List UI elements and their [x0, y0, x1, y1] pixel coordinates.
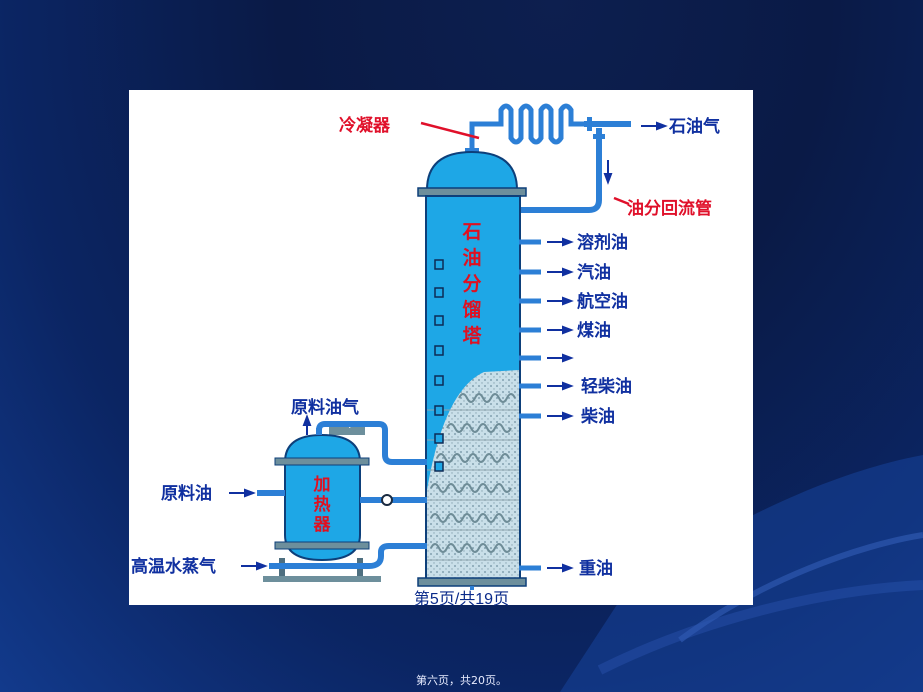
distillation-diagram: 石 油 分 馏 塔 加 热 器 冷凝器 石油气 油分回流管 溶剂油 汽油 航空油…	[129, 90, 753, 605]
label-feed-oil: 原料油	[161, 483, 212, 504]
label-solvent-oil: 溶剂油	[577, 232, 628, 253]
label-light-diesel: 轻柴油	[581, 376, 632, 397]
page-counter-middle: 页/共	[438, 591, 476, 608]
condenser-coil	[469, 103, 629, 148]
distillation-tower	[417, 148, 527, 587]
label-condenser: 冷凝器	[339, 115, 391, 136]
side-outlets	[519, 239, 541, 571]
tower-char: 馏	[462, 299, 481, 321]
page-counter-suffix: 页	[493, 591, 510, 608]
tower-char: 油	[462, 247, 481, 269]
label-reflux-pipe: 油分回流管	[627, 198, 712, 219]
label-gasoline: 汽油	[577, 262, 611, 283]
label-heavy-oil: 重油	[579, 558, 613, 579]
condenser-pointer	[420, 121, 480, 140]
label-feed-oil-vapor: 原料油气	[291, 397, 359, 418]
page-current: 5	[429, 591, 439, 608]
heater-char: 器	[313, 515, 332, 535]
label-petroleum-gas: 石油气	[668, 116, 720, 137]
label-kerosene: 煤油	[577, 320, 611, 341]
reflux-pipe	[521, 128, 602, 213]
heater-char: 加	[313, 475, 331, 495]
tower-char: 塔	[462, 324, 482, 347]
page-counter: 第5页/共19页	[0, 585, 923, 609]
page-counter-prefix: 第	[413, 591, 430, 608]
page-total: 19	[475, 591, 494, 608]
heater-char: 热	[314, 494, 331, 515]
feed-vapor-pipe	[316, 421, 427, 465]
label-jet-fuel: 航空油	[577, 291, 628, 312]
outlet-arrows	[229, 121, 668, 573]
tower-char: 分	[462, 273, 481, 295]
label-diesel: 柴油	[580, 406, 615, 427]
steam-pipe	[269, 543, 427, 569]
tower-char: 石	[461, 221, 481, 243]
label-hot-steam: 高温水蒸气	[131, 556, 216, 577]
footer-note: 第六页，共20页。	[416, 674, 507, 687]
valve-icon	[381, 494, 393, 506]
